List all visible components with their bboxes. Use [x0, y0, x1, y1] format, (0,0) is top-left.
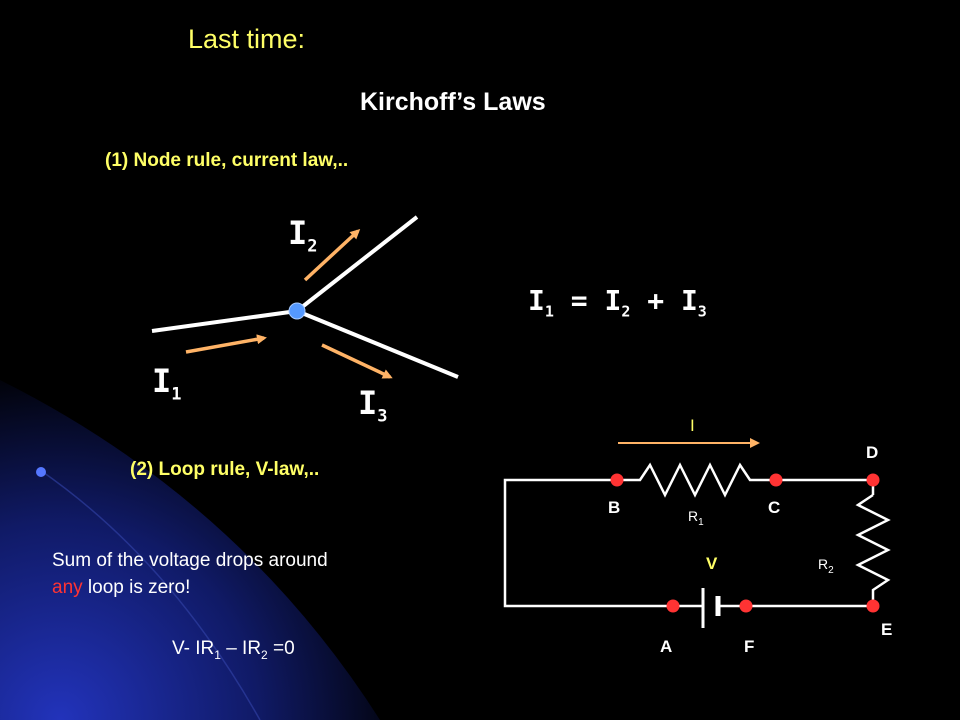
junction-node: [288, 302, 306, 320]
current-arrow-i2: [303, 228, 361, 282]
current-arrow-i1: [185, 334, 267, 354]
node-label-e: E: [881, 620, 893, 639]
circuit-node-f: [739, 599, 753, 613]
label-i3: I3: [358, 384, 388, 427]
heading: Kirchoff’s Laws: [360, 88, 546, 116]
node-rule-label: (1) Node rule, current law,..: [105, 150, 349, 171]
circuit-node-a: [666, 599, 680, 613]
current-arrow-i3: [321, 343, 393, 379]
slide-title: Last time:: [188, 24, 306, 54]
resistor-r2-label: R2: [818, 556, 834, 576]
voltage-label: V: [706, 554, 718, 573]
node-equation: I1 = I2 + I3: [528, 284, 707, 321]
circuit-node-d: [866, 473, 880, 487]
loop-circuit: [503, 462, 891, 628]
circuit-node-e: [866, 599, 880, 613]
emphasis-any: any: [52, 577, 83, 598]
circuit-node-b: [610, 473, 624, 487]
node-label-f: F: [744, 637, 755, 656]
node-label-c: C: [768, 498, 781, 517]
node-label-b: B: [608, 498, 621, 517]
loop-statement: Sum of the voltage drops around any loop…: [52, 550, 328, 598]
bullet-icon: [36, 467, 46, 477]
node-label-a: A: [660, 637, 673, 656]
label-i1: I1: [152, 362, 182, 405]
label-i2: I2: [288, 214, 318, 257]
circuit-node-c: [769, 473, 783, 487]
node-label-d: D: [866, 443, 879, 462]
resistor-r1-label: R1: [688, 508, 704, 528]
loop-equation: V- IR1 – IR2 =0: [172, 638, 295, 662]
junction-wires: [151, 215, 459, 379]
loop-rule-label: (2) Loop rule, V-law,..: [130, 459, 320, 480]
loop-current-label: I: [690, 416, 695, 435]
